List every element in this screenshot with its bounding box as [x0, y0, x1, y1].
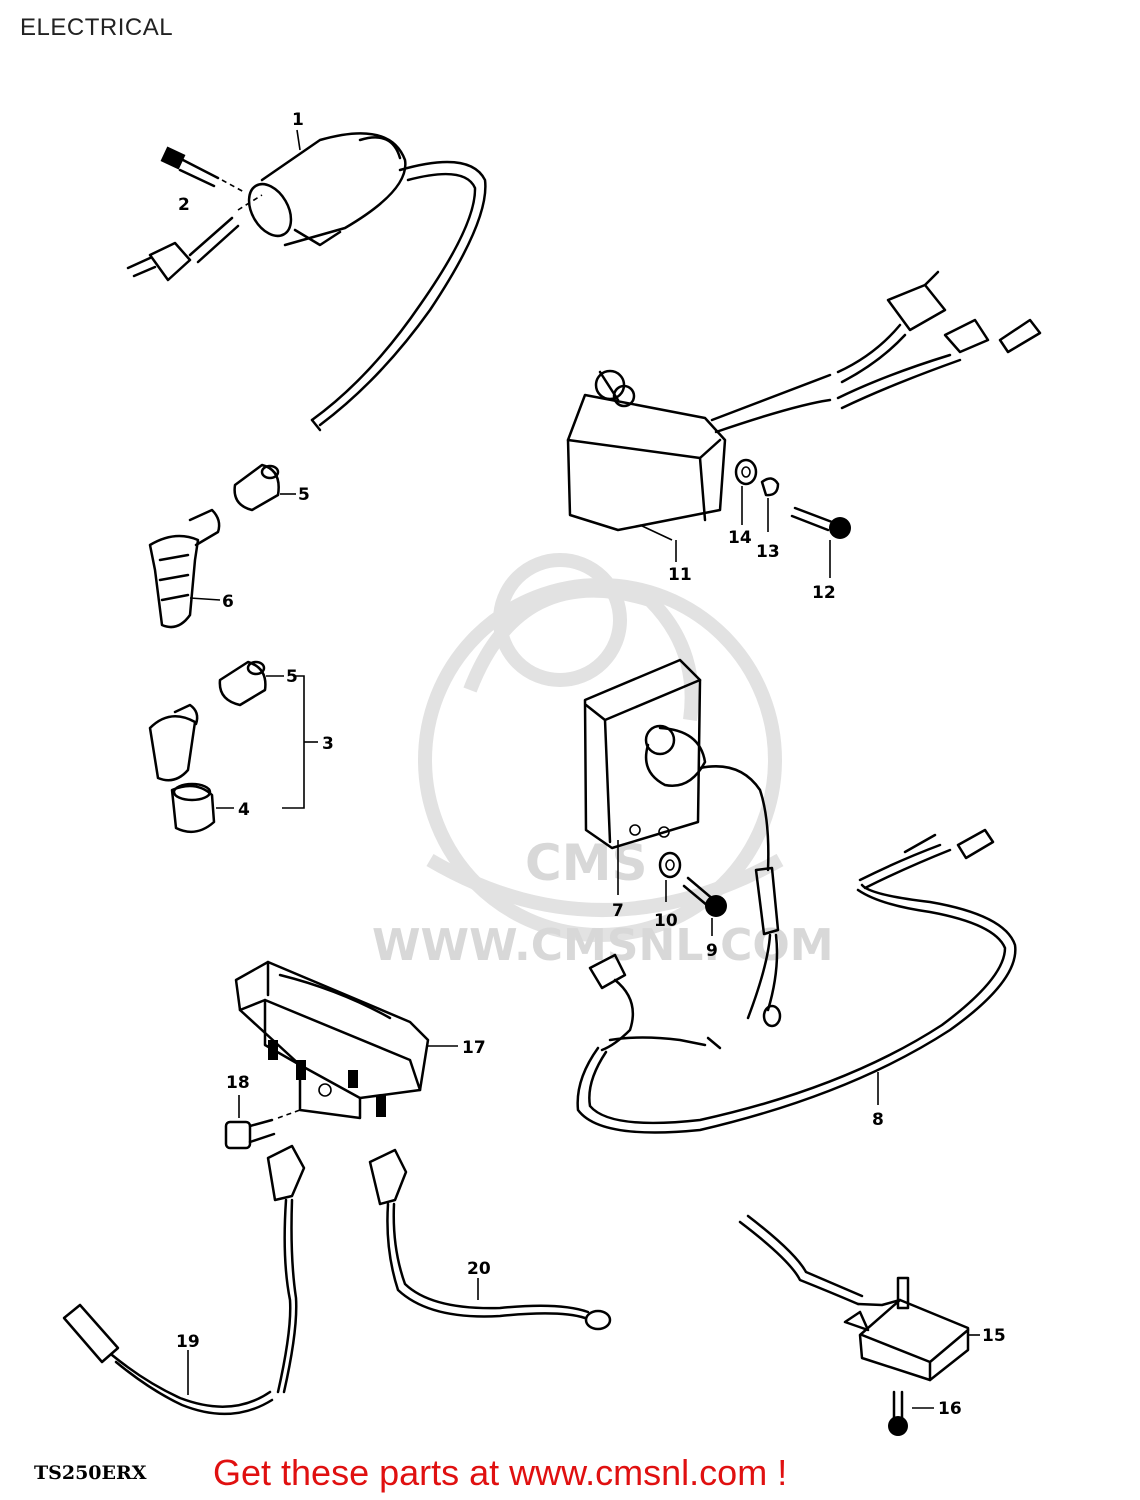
- callout-label-6: 6: [222, 592, 234, 612]
- callout-label-3: 3: [322, 734, 334, 754]
- callout-label-16: 16: [938, 1399, 962, 1419]
- watermark: CMS WWW.CMSNL.COM: [372, 553, 834, 971]
- washer-14[interactable]: [734, 458, 758, 486]
- plug-cap-seal-upper[interactable]: [233, 463, 280, 512]
- bolt-18[interactable]: [224, 1109, 301, 1150]
- callout-label-7: 7: [612, 901, 624, 921]
- wiring-lead[interactable]: [576, 828, 1017, 1134]
- flasher-relay-bracket[interactable]: [583, 658, 770, 872]
- plug-cap-seal-lower[interactable]: [218, 660, 267, 707]
- callout-label-9: 9: [706, 941, 718, 961]
- cdi-unit[interactable]: [566, 270, 1042, 532]
- callout-label-8: 8: [872, 1110, 884, 1130]
- spark-plug-cap[interactable]: [148, 508, 221, 629]
- callout-label-10: 10: [654, 911, 678, 931]
- callout-label-5b: 5: [286, 667, 298, 687]
- screw-9[interactable]: [682, 876, 727, 917]
- switch-unit[interactable]: [738, 1214, 970, 1382]
- callout-label-5a: 5: [298, 485, 310, 505]
- callout-label-13: 13: [756, 542, 780, 562]
- callout-label-11: 11: [668, 565, 692, 585]
- ground-lead[interactable]: [368, 1148, 612, 1331]
- lock-washer-13[interactable]: [760, 477, 780, 497]
- plug-cap-boot[interactable]: [170, 782, 216, 834]
- model-code: TS250ERX: [34, 1462, 147, 1484]
- callout-label-1: 1: [292, 110, 304, 130]
- washer-10[interactable]: [658, 851, 682, 879]
- plug-cap-assy-bracket: [282, 675, 318, 809]
- screw-16[interactable]: [888, 1390, 908, 1436]
- callout-label-17: 17: [462, 1038, 486, 1058]
- callout-label-20: 20: [467, 1259, 491, 1279]
- page-title: ELECTRICAL: [20, 14, 174, 41]
- regulator-rectifier[interactable]: [234, 960, 430, 1120]
- callout-label-19: 19: [176, 1332, 200, 1352]
- promo-link[interactable]: Get these parts at www.cmsnl.com !: [213, 1452, 788, 1493]
- lead-wire[interactable]: [62, 1144, 306, 1416]
- screw-12[interactable]: [790, 506, 851, 539]
- callout-label-14: 14: [728, 528, 752, 548]
- coil-bolt[interactable]: [160, 146, 245, 193]
- callout-label-18: 18: [226, 1073, 250, 1093]
- callout-label-12: 12: [812, 583, 836, 603]
- callout-label-4: 4: [238, 800, 250, 820]
- callout-label-15: 15: [982, 1326, 1006, 1346]
- callout-label-2: 2: [178, 195, 190, 215]
- plug-cap[interactable]: [148, 703, 199, 782]
- ignition-coil[interactable]: [126, 132, 487, 432]
